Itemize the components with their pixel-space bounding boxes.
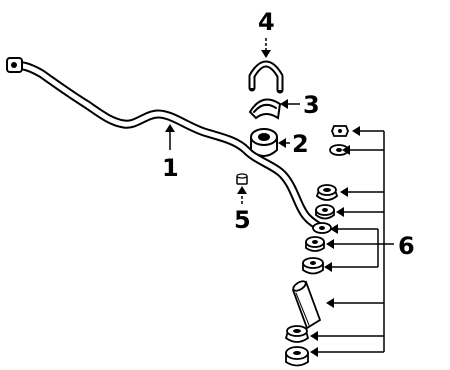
- link-cup-washer-icon: [284, 325, 310, 343]
- link-cup-washer-icon: [315, 184, 339, 201]
- arrowhead-icon: [278, 138, 286, 148]
- callout-6: 6: [398, 232, 415, 260]
- callout-1: 1: [162, 154, 179, 182]
- arrowhead-icon: [261, 50, 271, 58]
- arrowhead-icon: [165, 124, 175, 132]
- bushing-icon: [250, 128, 278, 157]
- arrowhead-icon: [237, 186, 247, 194]
- nut-icon: [236, 173, 248, 185]
- leader-lines: [165, 38, 394, 357]
- link-grommet-icon: [285, 346, 309, 367]
- callout-5: 5: [234, 206, 251, 234]
- link-grommet-icon: [312, 222, 332, 234]
- link-nut-icon: [331, 125, 349, 137]
- u-bolt-clamp-icon: [248, 60, 284, 94]
- stabilizer-bar-icon: [6, 57, 323, 231]
- link-grommet-icon: [315, 204, 335, 220]
- callout-3: 3: [303, 91, 320, 119]
- arrowhead-icon: [280, 99, 288, 109]
- link-grommet-icon: [302, 257, 324, 275]
- callout-4: 4: [258, 8, 275, 36]
- link-grommet-icon: [305, 236, 325, 252]
- bushing-bracket-icon: [248, 98, 282, 120]
- link-kit-icon: [284, 125, 349, 367]
- callout-2: 2: [292, 130, 309, 158]
- callout-6-bracket: [310, 126, 394, 357]
- link-spacer-sleeve-icon: [291, 280, 322, 330]
